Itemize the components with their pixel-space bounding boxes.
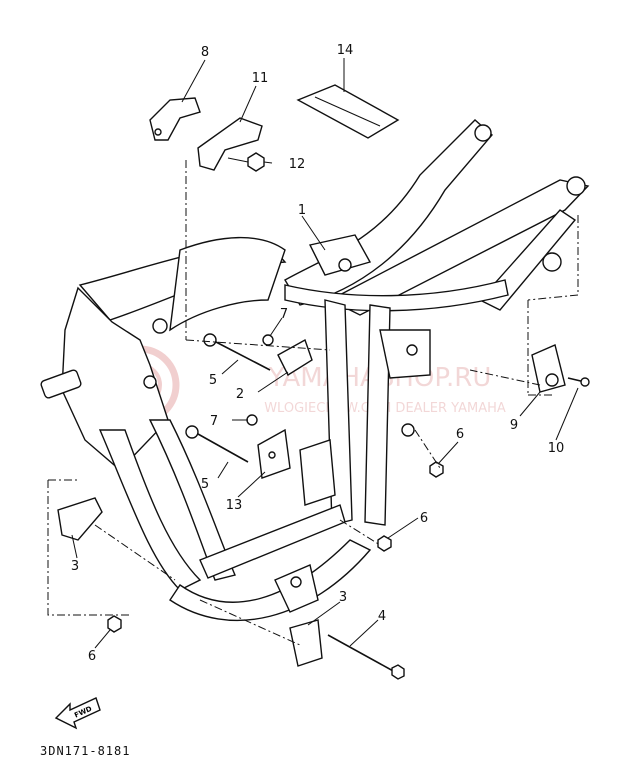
part-2-plate bbox=[277, 338, 313, 377]
callout-7-upper: 7 bbox=[280, 307, 288, 322]
callout-7-lower: 7 bbox=[210, 414, 218, 429]
callout-5-upper: 5 bbox=[209, 373, 217, 388]
leader-lines bbox=[71, 58, 579, 649]
callout-6-right-lower: 6 bbox=[420, 511, 428, 526]
callout-6-left: 6 bbox=[88, 649, 96, 664]
part-4-bolt bbox=[327, 634, 405, 680]
part-14-pad bbox=[296, 84, 400, 139]
callout-5-lower: 5 bbox=[201, 477, 209, 492]
part-12-bolt bbox=[227, 152, 265, 172]
callout-6-right-upper: 6 bbox=[456, 427, 464, 442]
callout-10: 10 bbox=[548, 441, 565, 456]
part-8-bracket bbox=[149, 97, 201, 141]
assembly-lines bbox=[47, 160, 579, 646]
drawing-code: 3DN171-8181 bbox=[40, 744, 130, 758]
part-13-plate bbox=[257, 428, 291, 479]
callout-2: 2 bbox=[236, 387, 244, 402]
part-5-bolt-upper bbox=[203, 333, 271, 371]
callout-1: 1 bbox=[298, 203, 306, 218]
callout-12: 12 bbox=[289, 157, 306, 172]
callout-3-bottom: 3 bbox=[339, 590, 347, 605]
callout-13: 13 bbox=[226, 498, 243, 513]
part-3-bracket-left bbox=[57, 497, 103, 541]
part-5-bolt-lower bbox=[185, 425, 249, 463]
part-3-bracket-bottom bbox=[289, 619, 323, 667]
part-9-bracket bbox=[531, 344, 566, 393]
callout-11: 11 bbox=[252, 71, 269, 86]
part-10-bolt bbox=[567, 377, 590, 387]
part-11-bracket bbox=[197, 117, 263, 171]
main-frame bbox=[40, 119, 590, 621]
callout-14: 14 bbox=[337, 43, 354, 58]
part-6-nut-right-lower bbox=[377, 535, 392, 552]
callout-8: 8 bbox=[201, 45, 209, 60]
part-7-bolt-upper bbox=[262, 334, 274, 346]
part-7-bolt-lower bbox=[246, 414, 258, 426]
callout-4: 4 bbox=[378, 609, 386, 624]
fwd-arrow-icon: FWD bbox=[54, 697, 101, 730]
part-6-nut-left bbox=[107, 615, 122, 633]
callout-3-left: 3 bbox=[71, 559, 79, 574]
callout-9: 9 bbox=[510, 418, 518, 433]
part-6-nut-right-upper bbox=[429, 461, 444, 478]
callout-labels: 1 2 3 3 4 5 5 6 6 6 7 7 8 9 10 11 12 13 … bbox=[71, 43, 564, 664]
